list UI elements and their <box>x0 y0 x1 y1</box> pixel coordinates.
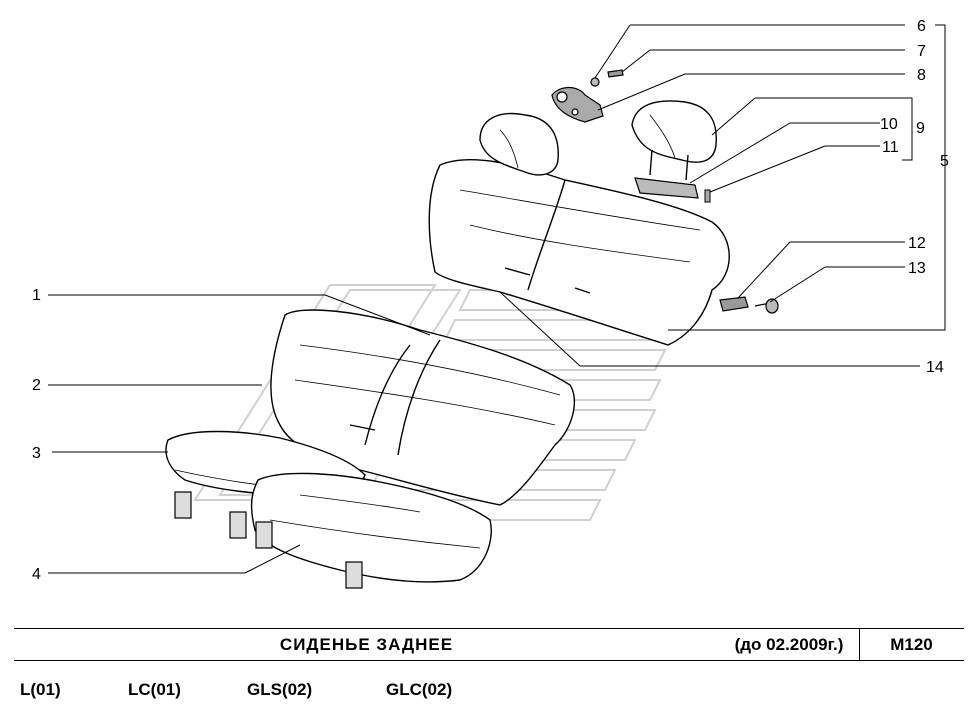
callout-8: 8 <box>917 67 926 84</box>
variant-label: GLC(02) <box>386 680 453 699</box>
lower-backrest <box>270 309 576 506</box>
variant-label: L(01) <box>20 680 61 699</box>
callout-3: 3 <box>32 445 41 462</box>
callout-4: 4 <box>32 566 41 583</box>
callout-6: 6 <box>917 18 926 35</box>
seat-cushion-right <box>250 472 492 583</box>
callout-10: 10 <box>880 116 898 133</box>
callout-14: 14 <box>926 359 944 376</box>
headrest-guide <box>634 177 699 199</box>
upper-backrest <box>428 159 730 346</box>
callout-11: 11 <box>882 139 899 156</box>
title-block: СИДЕНЬЕ ЗАДНЕЕ (до 02.2009г.) M120 <box>14 628 964 661</box>
callout-1: 1 <box>32 287 41 304</box>
seat-brackets <box>174 491 363 589</box>
callout-7: 7 <box>917 43 926 60</box>
callout-13: 13 <box>908 260 926 277</box>
backrest-plugs <box>719 296 779 314</box>
leader-lines <box>48 24 946 574</box>
callout-9: 9 <box>916 120 925 137</box>
headrest-right <box>631 100 717 181</box>
screw <box>704 189 711 203</box>
diagram-code: M120 <box>890 634 933 654</box>
variant-label: GLS(02) <box>247 680 313 699</box>
validity-date: (до 02.2009г.) <box>719 629 860 660</box>
exploded-seat-diagram: 1 2 3 4 5 6 7 8 9 10 11 12 13 14 <box>32 18 949 589</box>
trim-variants: L(01) LC(01) GLS(02) GLC(02) <box>0 680 969 704</box>
callout-2: 2 <box>32 377 41 394</box>
diagram-title: СИДЕНЬЕ ЗАДНЕЕ <box>279 634 454 654</box>
callout-5: 5 <box>940 153 949 170</box>
variant-label: LC(01) <box>128 680 181 699</box>
headrest-left <box>479 112 559 176</box>
lock-mechanism <box>551 69 624 123</box>
callout-12: 12 <box>908 235 926 252</box>
